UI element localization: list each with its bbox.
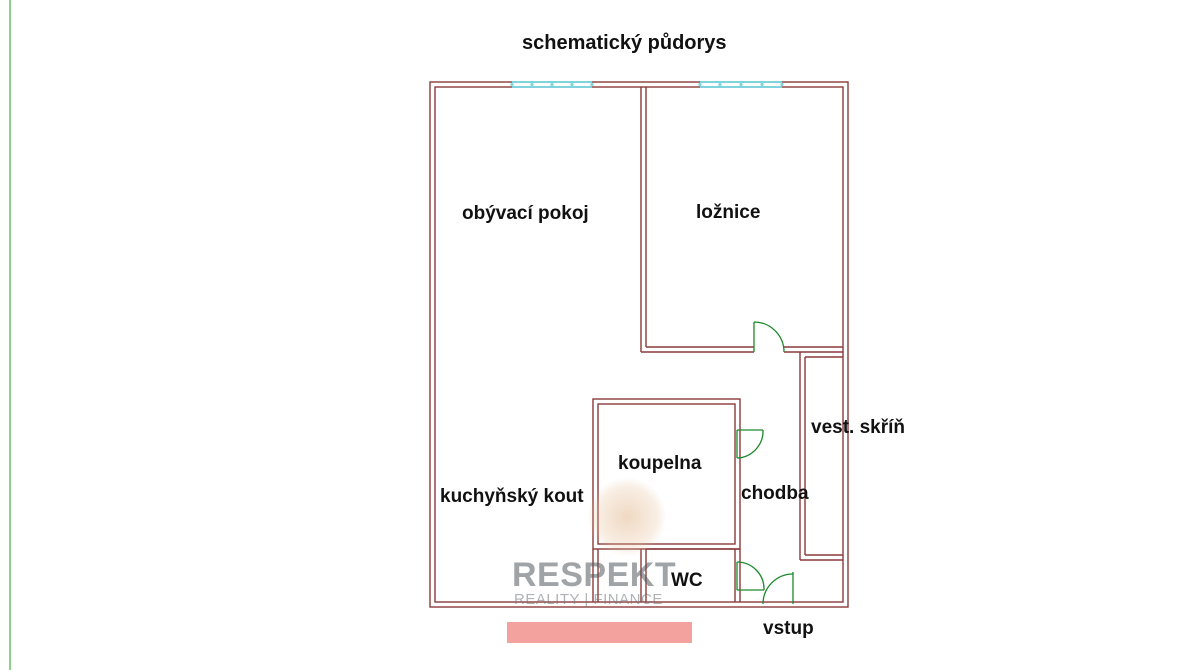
room-label-living-room: obývací pokoj: [462, 203, 589, 224]
outer-wall-inner-line: [434, 86, 844, 603]
room-label-wardrobe: vest. skříň: [811, 417, 905, 438]
room-label-entrance: vstup: [763, 618, 814, 639]
plan-title: schematický půdorys: [522, 32, 727, 54]
wc-door-swing: [736, 561, 765, 591]
walls: [429, 81, 849, 608]
window-marker: [780, 82, 784, 87]
window-marker: [510, 82, 514, 87]
watermark-tagline: REALITY | FINANCE: [514, 591, 663, 608]
window-markers: [510, 82, 784, 87]
bedroom-door-swing: [753, 321, 785, 353]
room-label-bedroom: ložnice: [696, 202, 761, 223]
watermark-brand: RESPEKT: [512, 556, 677, 594]
window-marker: [718, 82, 722, 87]
window-marker: [550, 82, 554, 87]
windows: [512, 81, 782, 88]
watermark: RESPEKT REALITY | FINANCE: [512, 558, 692, 608]
window-marker: [590, 82, 594, 87]
window-marker: [739, 82, 743, 87]
room-label-kitchen-corner: kuchyňský kout: [440, 486, 584, 507]
room-label-hallway: chodba: [741, 483, 809, 504]
window-marker: [570, 82, 574, 87]
window-marker: [530, 82, 534, 87]
room-label-wc: WC: [671, 570, 703, 591]
window-marker: [760, 82, 764, 87]
watermark-hand-logo: [588, 478, 666, 556]
entrance-door-swing: [762, 573, 794, 605]
window-marker: [698, 82, 702, 87]
bathroom-wall-inner: [597, 403, 736, 545]
doors: [736, 321, 794, 605]
left-border-rule: [9, 0, 11, 670]
room-label-bathroom: koupelna: [618, 453, 702, 474]
bathroom-door-swing: [736, 429, 764, 459]
redaction-bar: [507, 622, 692, 643]
outer-wall-outer-line: [429, 81, 849, 608]
